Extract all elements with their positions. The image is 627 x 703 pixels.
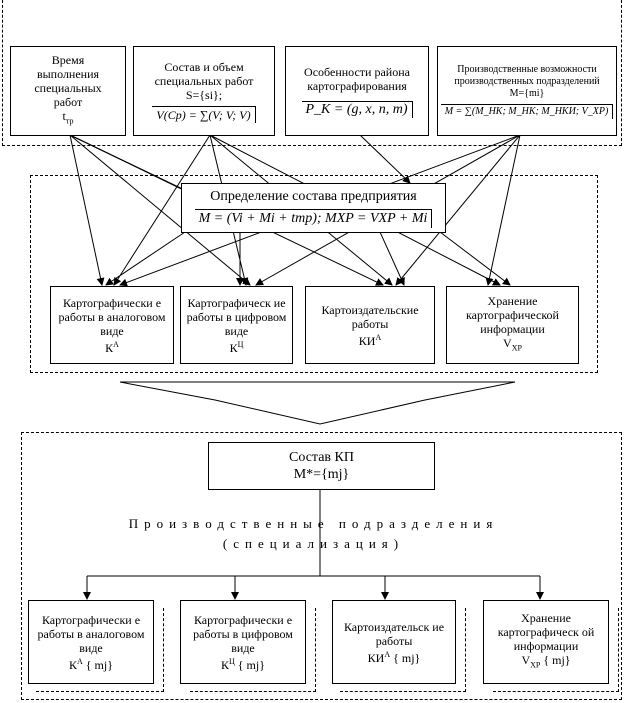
time-symbol: tтр	[62, 109, 74, 126]
spec-label: (специализация)	[222, 536, 405, 551]
region-line1: Особенности района	[304, 64, 410, 79]
kp-box: Состав КП M*={mj}	[208, 442, 435, 490]
time-line1: Время	[51, 53, 85, 68]
mid-box-storage-symbol: VXP	[503, 336, 522, 353]
mid-box-digital: Картографическ ие работы в цифровом виде…	[180, 286, 293, 364]
chevron-down-icon	[119, 381, 516, 425]
mid-box-storage-text: Хранение картографической информации	[466, 294, 559, 337]
bottom-box-storage: Хранение картографическ ой информации VX…	[483, 600, 609, 684]
b2-text: Картографически е работы в цифровом виде	[193, 612, 293, 655]
b1-symbol: КА { mj}	[69, 656, 113, 672]
time-line4: работ	[53, 95, 83, 110]
mid-box-publishing-symbol: КИА	[358, 332, 382, 348]
time-line2: выполнения	[36, 67, 100, 82]
b2-shadow	[190, 608, 316, 692]
b4-shadow	[493, 608, 619, 692]
b4-symbol: VXP { mj}	[521, 653, 571, 670]
mid-box-digital-text: Картографическ ие работы в цифровом виде	[186, 295, 287, 338]
bottom-box-analog: Картографически е работы в аналоговом ви…	[28, 600, 154, 684]
region-formula: P_K = (g, x, n, m)	[301, 100, 413, 118]
mid-box-analog-text: Картографически е работы в аналоговом ви…	[58, 295, 166, 338]
arrow-comp-to-analog	[113, 134, 211, 286]
capacity-box: Производственные возможности производств…	[437, 46, 617, 136]
arrow-region-to-planning	[359, 134, 411, 184]
b3-symbol: КИА { mj}	[367, 649, 421, 665]
arrow-cap-to-publishing	[395, 134, 521, 286]
region-box: Особенности района картографирования P_K…	[285, 46, 429, 136]
arrow-plan-to-storage	[439, 231, 511, 286]
arrow-time-to-digital	[69, 134, 251, 286]
planning-formula: M = (Vi + Mi + tтр); MXP = VXP + Mi	[194, 208, 433, 228]
mid-box-digital-symbol: КЦ	[229, 339, 244, 355]
region-line2: картографирования	[307, 78, 407, 93]
comp-line1: Состав и объем	[164, 59, 244, 74]
cap-set: M={mi}	[509, 87, 545, 99]
bottom-box-publishing: Картоиздательск ие работы КИА { mj}	[332, 600, 456, 684]
planning-box: Определение состава предприятия M = (Vi …	[181, 183, 446, 233]
mid-box-analog-symbol: КА	[105, 339, 119, 355]
b1-text: Картографически е работы в аналоговом ви…	[37, 612, 145, 655]
mid-box-storage: Хранение картографической информации VXP	[446, 286, 579, 364]
enterprise-group	[21, 432, 622, 700]
composition-box: Состав и объем специальных работ S={si};…	[133, 46, 275, 136]
arrow-time-to-analog	[69, 134, 105, 286]
inputs-group	[2, 0, 622, 146]
b3-text: Картоиздательск ие работы	[343, 619, 445, 648]
comp-formula: V(Cp) = ∑(V; V; V)	[152, 105, 256, 123]
planning-group	[30, 175, 598, 373]
kp-title: Состав КП	[289, 450, 354, 465]
arrow-plan-to-analog	[105, 231, 186, 286]
bottom-box-digital: Картографически е работы в цифровом виде…	[180, 600, 306, 684]
planning-title: Определение состава предприятия	[210, 188, 417, 204]
arrow-plan-to-publishing	[379, 231, 405, 286]
mid-box-publishing: Картоиздательские работы КИА	[305, 286, 435, 364]
b4-text: Хранение картографическ ой информации	[497, 611, 595, 654]
arrow-cap-to-storage	[485, 134, 521, 286]
mid-box-analog: Картографически е работы в аналоговом ви…	[50, 286, 174, 364]
units-label: Производственные подразделения	[128, 516, 499, 531]
cap-line1: Производственные возможности	[457, 63, 597, 75]
comp-set: S={si};	[185, 87, 223, 102]
b3-shadow	[340, 608, 466, 692]
mid-box-publishing-text: Картоиздательские работы	[321, 302, 419, 331]
cap-formula: M = ∑(M_HK; M_HK; M_HKИ; V_XP)	[440, 103, 614, 119]
kp-set: M*={mj}	[293, 467, 350, 482]
time-line3: специальных	[34, 81, 102, 96]
time-box: Время выполнения специальных работ tтр	[10, 46, 126, 136]
arrow-time-to-planning	[69, 134, 201, 199]
b1-shadow	[36, 608, 164, 692]
cap-line2: производственных подразделений	[454, 75, 600, 87]
b2-symbol: КЦ { mj}	[221, 656, 265, 672]
comp-line2: специальных работ	[154, 73, 254, 88]
